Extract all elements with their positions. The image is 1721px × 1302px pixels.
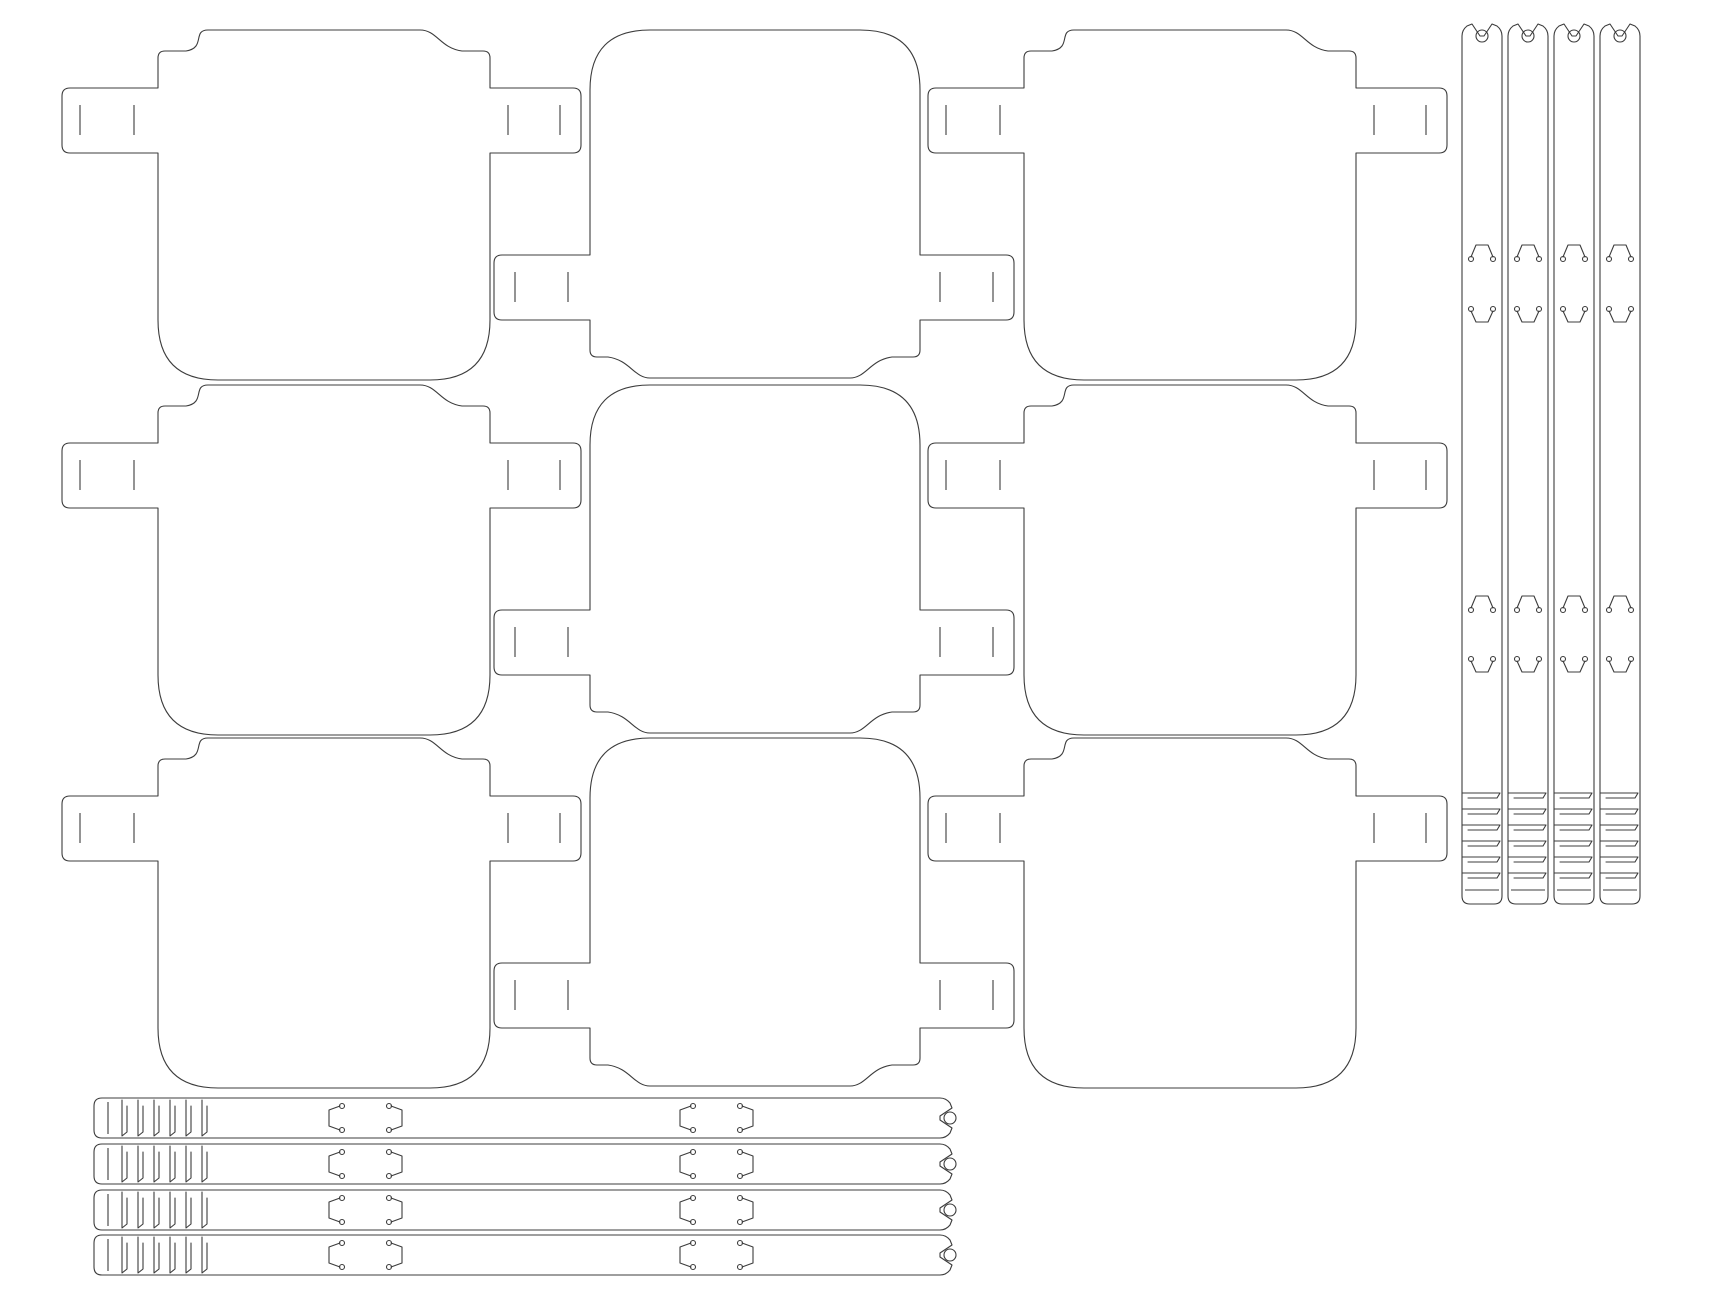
shield-tile-r3c2 xyxy=(493,737,1015,1087)
shield-tile-r1c1 xyxy=(61,29,582,381)
shield-tile-r1c2 xyxy=(493,29,1015,379)
shield-tile-r2c3 xyxy=(927,384,1448,736)
shield-tile-r2c1 xyxy=(61,384,582,736)
vertical-strap-2 xyxy=(1507,23,1549,905)
vertical-strap-4 xyxy=(1599,23,1641,905)
shield-tile-r3c3 xyxy=(927,737,1448,1089)
vertical-strap-1 xyxy=(1461,23,1503,905)
horizontal-strap-3 xyxy=(93,1189,957,1231)
horizontal-strap-4 xyxy=(93,1234,957,1276)
horizontal-strap-2 xyxy=(93,1143,957,1185)
shield-tile-r2c2 xyxy=(493,384,1015,734)
shield-tile-r3c1 xyxy=(61,737,582,1089)
vertical-strap-3 xyxy=(1553,23,1595,905)
shield-tile-r1c3 xyxy=(927,29,1448,381)
horizontal-strap-1 xyxy=(93,1097,957,1139)
